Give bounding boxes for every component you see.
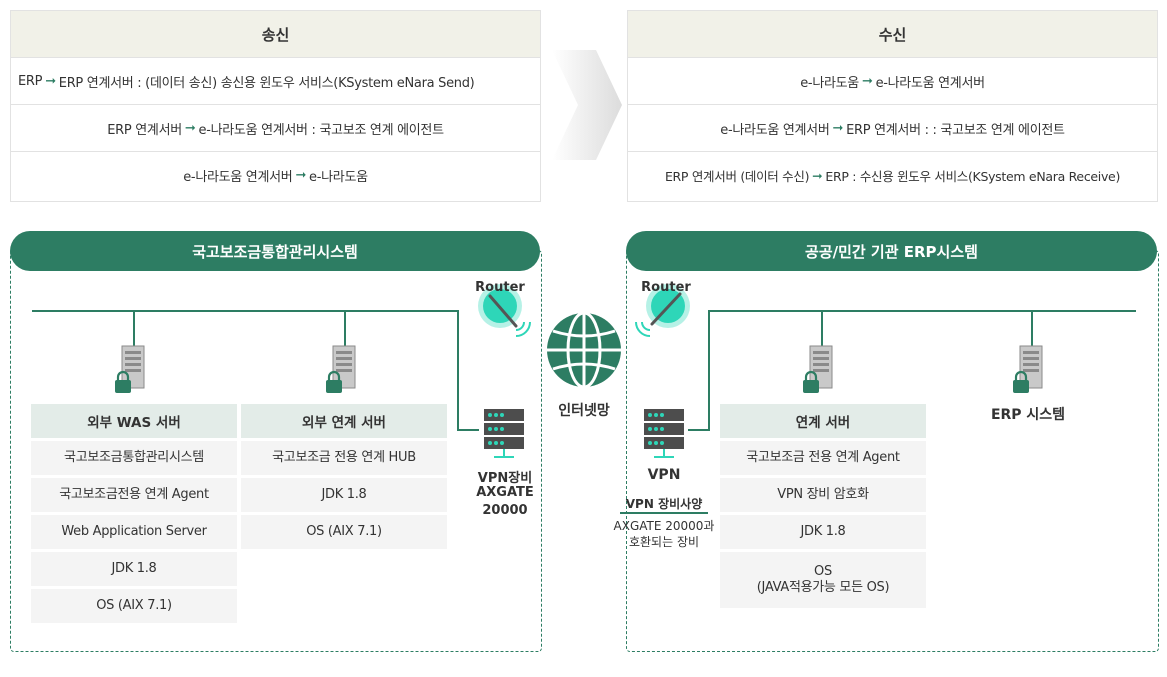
table-cell: 국고보조금전용 연계 Agent (31, 478, 237, 512)
vpn-spec-underline (620, 512, 708, 514)
router-icon (635, 284, 690, 337)
locked-server-icon (326, 345, 356, 393)
globe-icon (547, 311, 621, 389)
link-server-header: 연계 서버 (720, 404, 926, 438)
right-drop-line-2 (1031, 310, 1033, 350)
left-vpn-label-1: VPN장비 (477, 471, 533, 486)
table-cell: JDK 1.8 (241, 478, 447, 512)
table-cell: OS (AIX 7.1) (241, 515, 447, 549)
arrow-right-icon: ➞ (812, 167, 823, 183)
send-panel: 송신 ERP ➞ ERP 연계서버 : (데이터 송신) 송신용 윈도우 서비스… (10, 10, 541, 202)
right-backbone-line (709, 310, 1136, 312)
left-backbone-line (32, 310, 458, 312)
receive-row-2-from: e-나라도움 연계서버 (720, 122, 830, 138)
send-row-1-to: ERP 연계서버 : (데이터 송신) 송신용 윈도우 서비스(KSystem … (58, 75, 475, 91)
external-link-server-header: 외부 연계 서버 (241, 404, 447, 438)
vpn-spec-line-1: AXGATE 20000과 (613, 519, 715, 533)
table-cell: 국고보조금 전용 연계 HUB (241, 441, 447, 475)
table-cell: VPN 장비 암호화 (720, 478, 926, 512)
right-router-label: Router (641, 280, 691, 295)
receive-panel: 수신 e-나라도움 ➞ e-나라도움 연계서버 e-나라도움 연계서버 ➞ ER… (627, 10, 1158, 202)
right-to-vpn-line (688, 429, 710, 431)
receive-row-2: e-나라도움 연계서버 ➞ ERP 연계서버 : : 국고보조 연계 에이전트 (628, 105, 1157, 152)
receive-row-2-to: ERP 연계서버 : : 국고보조 연계 에이전트 (846, 122, 1065, 138)
table-cell-os: OS (JAVA적용가능 모든 OS) (720, 552, 926, 608)
send-row-3-to: e-나라도움 (309, 169, 368, 185)
internet-label: 인터넷망 (558, 403, 610, 419)
big-arrow-icon (552, 50, 622, 160)
right-vertical-line (708, 310, 710, 430)
left-router-label: Router (475, 280, 525, 295)
left-drop-line-2 (344, 310, 346, 350)
left-vertical-line (457, 310, 459, 430)
right-drop-line-1 (821, 310, 823, 350)
receive-row-3-from: ERP 연계서버 (데이터 수신) (664, 168, 810, 184)
table-cell: 국고보조금 전용 연계 Agent (720, 441, 926, 475)
table-cell: OS (AIX 7.1) (31, 589, 237, 623)
receive-row-1: e-나라도움 ➞ e-나라도움 연계서버 (628, 58, 1157, 105)
send-row-2-to: e-나라도움 연계서버 : 국고보조 연계 에이전트 (198, 122, 445, 138)
arrow-right-icon: ➞ (861, 73, 873, 89)
left-vpn-label-2: AXGATE (476, 485, 534, 500)
was-server-header: 외부 WAS 서버 (31, 404, 237, 438)
left-vpn-label-3: 20000 (482, 503, 528, 518)
table-cell: Web Application Server (31, 515, 237, 549)
external-link-server-table: 외부 연계 서버 국고보조금 전용 연계 HUB JDK 1.8 OS (AIX… (241, 404, 447, 552)
right-vpn-label: VPN (647, 467, 681, 483)
link-server-table: 연계 서버 국고보조금 전용 연계 Agent VPN 장비 암호화 JDK 1… (720, 404, 926, 611)
locked-server-icon (1013, 345, 1043, 393)
send-row-2: ERP 연계서버 ➞ e-나라도움 연계서버 : 국고보조 연계 에이전트 (11, 105, 540, 152)
vpn-device-icon (644, 409, 684, 458)
vpn-spec-title: VPN 장비사양 (625, 497, 703, 511)
left-system-title: 국고보조금통합관리시스템 (10, 231, 540, 271)
vpn-device-icon (484, 409, 524, 458)
os-line-2: (JAVA적용가능 모든 OS) (756, 580, 890, 595)
arrow-right-icon: ➞ (184, 120, 196, 136)
os-line-1: OS (814, 563, 832, 579)
table-cell: JDK 1.8 (31, 552, 237, 586)
arrow-right-icon: ➞ (45, 73, 56, 89)
arrow-right-icon: ➞ (295, 167, 307, 183)
send-title: 송신 (11, 11, 540, 58)
table-cell: JDK 1.8 (720, 515, 926, 549)
table-cell: 국고보조금통합관리시스템 (31, 441, 237, 475)
right-system-title: 공공/민간 기관 ERP시스템 (626, 231, 1157, 271)
send-row-3: e-나라도움 연계서버 ➞ e-나라도움 (11, 152, 540, 198)
receive-row-3-to: ERP : 수신용 윈도우 서비스(KSystem eNara Receive) (825, 168, 1121, 184)
send-row-1-from: ERP (18, 73, 43, 89)
arrow-right-icon: ➞ (832, 120, 844, 136)
receive-row-1-to: e-나라도움 연계서버 (875, 75, 986, 91)
vpn-spec-line-2: 호환되는 장비 (628, 535, 700, 549)
send-row-3-from: e-나라도움 연계서버 (183, 169, 293, 185)
receive-row-1-from: e-나라도움 (800, 75, 859, 91)
send-row-2-from: ERP 연계서버 (107, 122, 182, 138)
left-to-vpn-line (457, 429, 479, 431)
receive-title: 수신 (628, 11, 1157, 58)
receive-row-3: ERP 연계서버 (데이터 수신) ➞ ERP : 수신용 윈도우 서비스(KS… (628, 152, 1157, 198)
left-drop-line-1 (133, 310, 135, 350)
locked-server-icon (115, 345, 145, 393)
locked-server-icon (803, 345, 833, 393)
router-icon (478, 284, 531, 337)
was-server-table: 외부 WAS 서버 국고보조금통합관리시스템 국고보조금전용 연계 Agent … (31, 404, 237, 626)
erp-system-label: ERP 시스템 (990, 407, 1066, 423)
send-row-1: ERP ➞ ERP 연계서버 : (데이터 송신) 송신용 윈도우 서비스(KS… (11, 58, 540, 105)
